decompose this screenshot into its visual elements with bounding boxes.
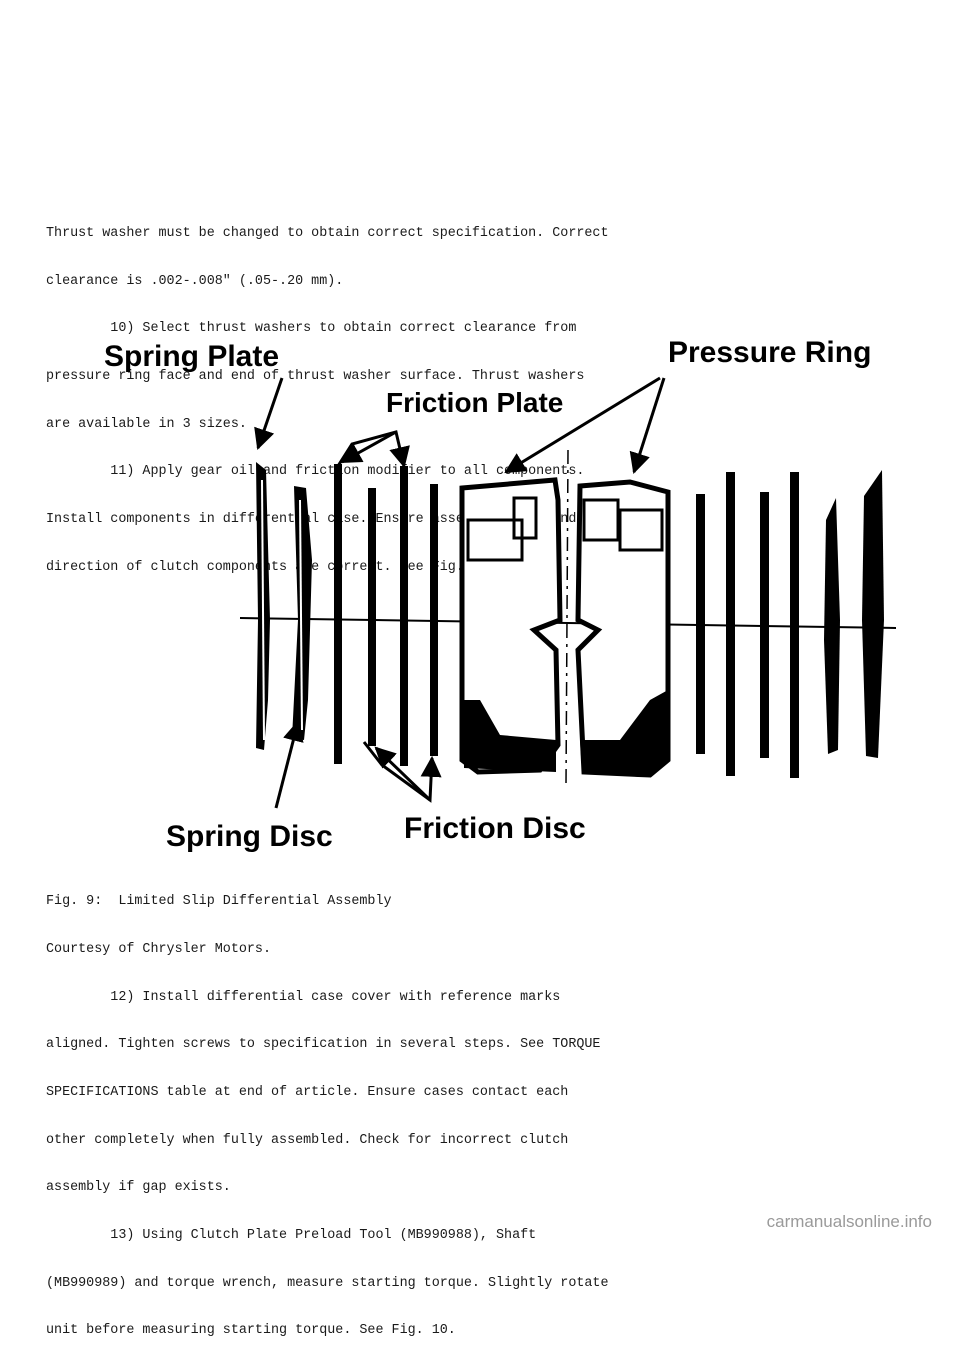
center-axis-line xyxy=(239,617,897,629)
text-line: other completely when fully assembled. C… xyxy=(46,1132,569,1148)
text-line: assembly if gap exists. xyxy=(46,1180,231,1196)
text-line: Thrust washer must be changed to obtain … xyxy=(46,225,609,241)
document-page: Thrust washer must be changed to obtain … xyxy=(46,194,932,1339)
friction-disc-arrows xyxy=(374,746,432,802)
friction-disc-shape xyxy=(726,472,735,776)
text-line: 12) Install differential case cover with… xyxy=(46,989,561,1005)
label-friction-plate: Friction Plate xyxy=(386,387,563,418)
pressure-ring-left xyxy=(459,477,563,775)
vertical-center-line xyxy=(565,449,569,786)
pressure-ring-arrow xyxy=(629,377,666,475)
friction-plate-shape xyxy=(368,488,376,746)
paragraph-top: Thrust washer must be changed to obtain … xyxy=(46,194,609,607)
text-line: SPECIFICATIONS table at end of article. … xyxy=(46,1084,569,1100)
label-friction-disc: Friction Disc xyxy=(404,812,586,845)
paragraph-bottom: 12) Install differential case cover with… xyxy=(46,910,609,1371)
text-line: aligned. Tighten screws to specification… xyxy=(46,1037,601,1053)
friction-plate-shape xyxy=(400,466,408,766)
friction-disc-shape xyxy=(790,472,799,778)
friction-plate-shape xyxy=(334,464,342,764)
text-line: 13) Using Clutch Plate Preload Tool (MB9… xyxy=(46,1228,537,1244)
label-spring-disc: Spring Disc xyxy=(166,820,333,853)
friction-plate-shape xyxy=(430,484,438,756)
friction-disc-shape xyxy=(760,492,769,758)
spring-disc-right-shape xyxy=(824,470,884,758)
friction-plate-arrows xyxy=(336,430,410,469)
label-pressure-ring: Pressure Ring xyxy=(668,336,871,369)
differential-assembly-figure: Spring Plate Pressure Ring Friction Plat… xyxy=(104,336,897,853)
text-line: pressure ring face and end of thrust was… xyxy=(46,368,585,384)
spring-disc-shape xyxy=(292,486,312,740)
watermark: carmanualsonline.info xyxy=(766,1212,932,1231)
text-line: unit before measuring starting torque. S… xyxy=(46,1323,456,1339)
caption-line: Courtesy of Chrysler Motors. xyxy=(46,941,271,957)
text-line: are available in 3 sizes. xyxy=(46,416,247,432)
label-spring-plate: Spring Plate xyxy=(104,340,279,373)
friction-disc-shape xyxy=(696,494,705,754)
pressure-ring-right xyxy=(575,479,671,778)
text-line: 10) Select thrust washers to obtain corr… xyxy=(46,321,577,337)
text-line: (MB990989) and torque wrench, measure st… xyxy=(46,1275,609,1291)
spring-plate-shape xyxy=(256,462,270,750)
caption-line: Fig. 9: Limited Slip Differential Assemb… xyxy=(46,893,392,909)
friction-plate-arrows xyxy=(340,430,397,464)
spring-plate-arrow xyxy=(254,377,284,450)
text-line xyxy=(46,942,609,958)
friction-disc-arrows xyxy=(362,741,442,803)
spring-disc-arrow xyxy=(274,719,304,809)
pressure-ring-arrow xyxy=(504,376,661,474)
text-line: clearance is .002-.008" (.05-.20 mm). xyxy=(46,273,344,289)
figure-caption: Fig. 9: Limited Slip Differential Assemb… xyxy=(46,862,392,989)
